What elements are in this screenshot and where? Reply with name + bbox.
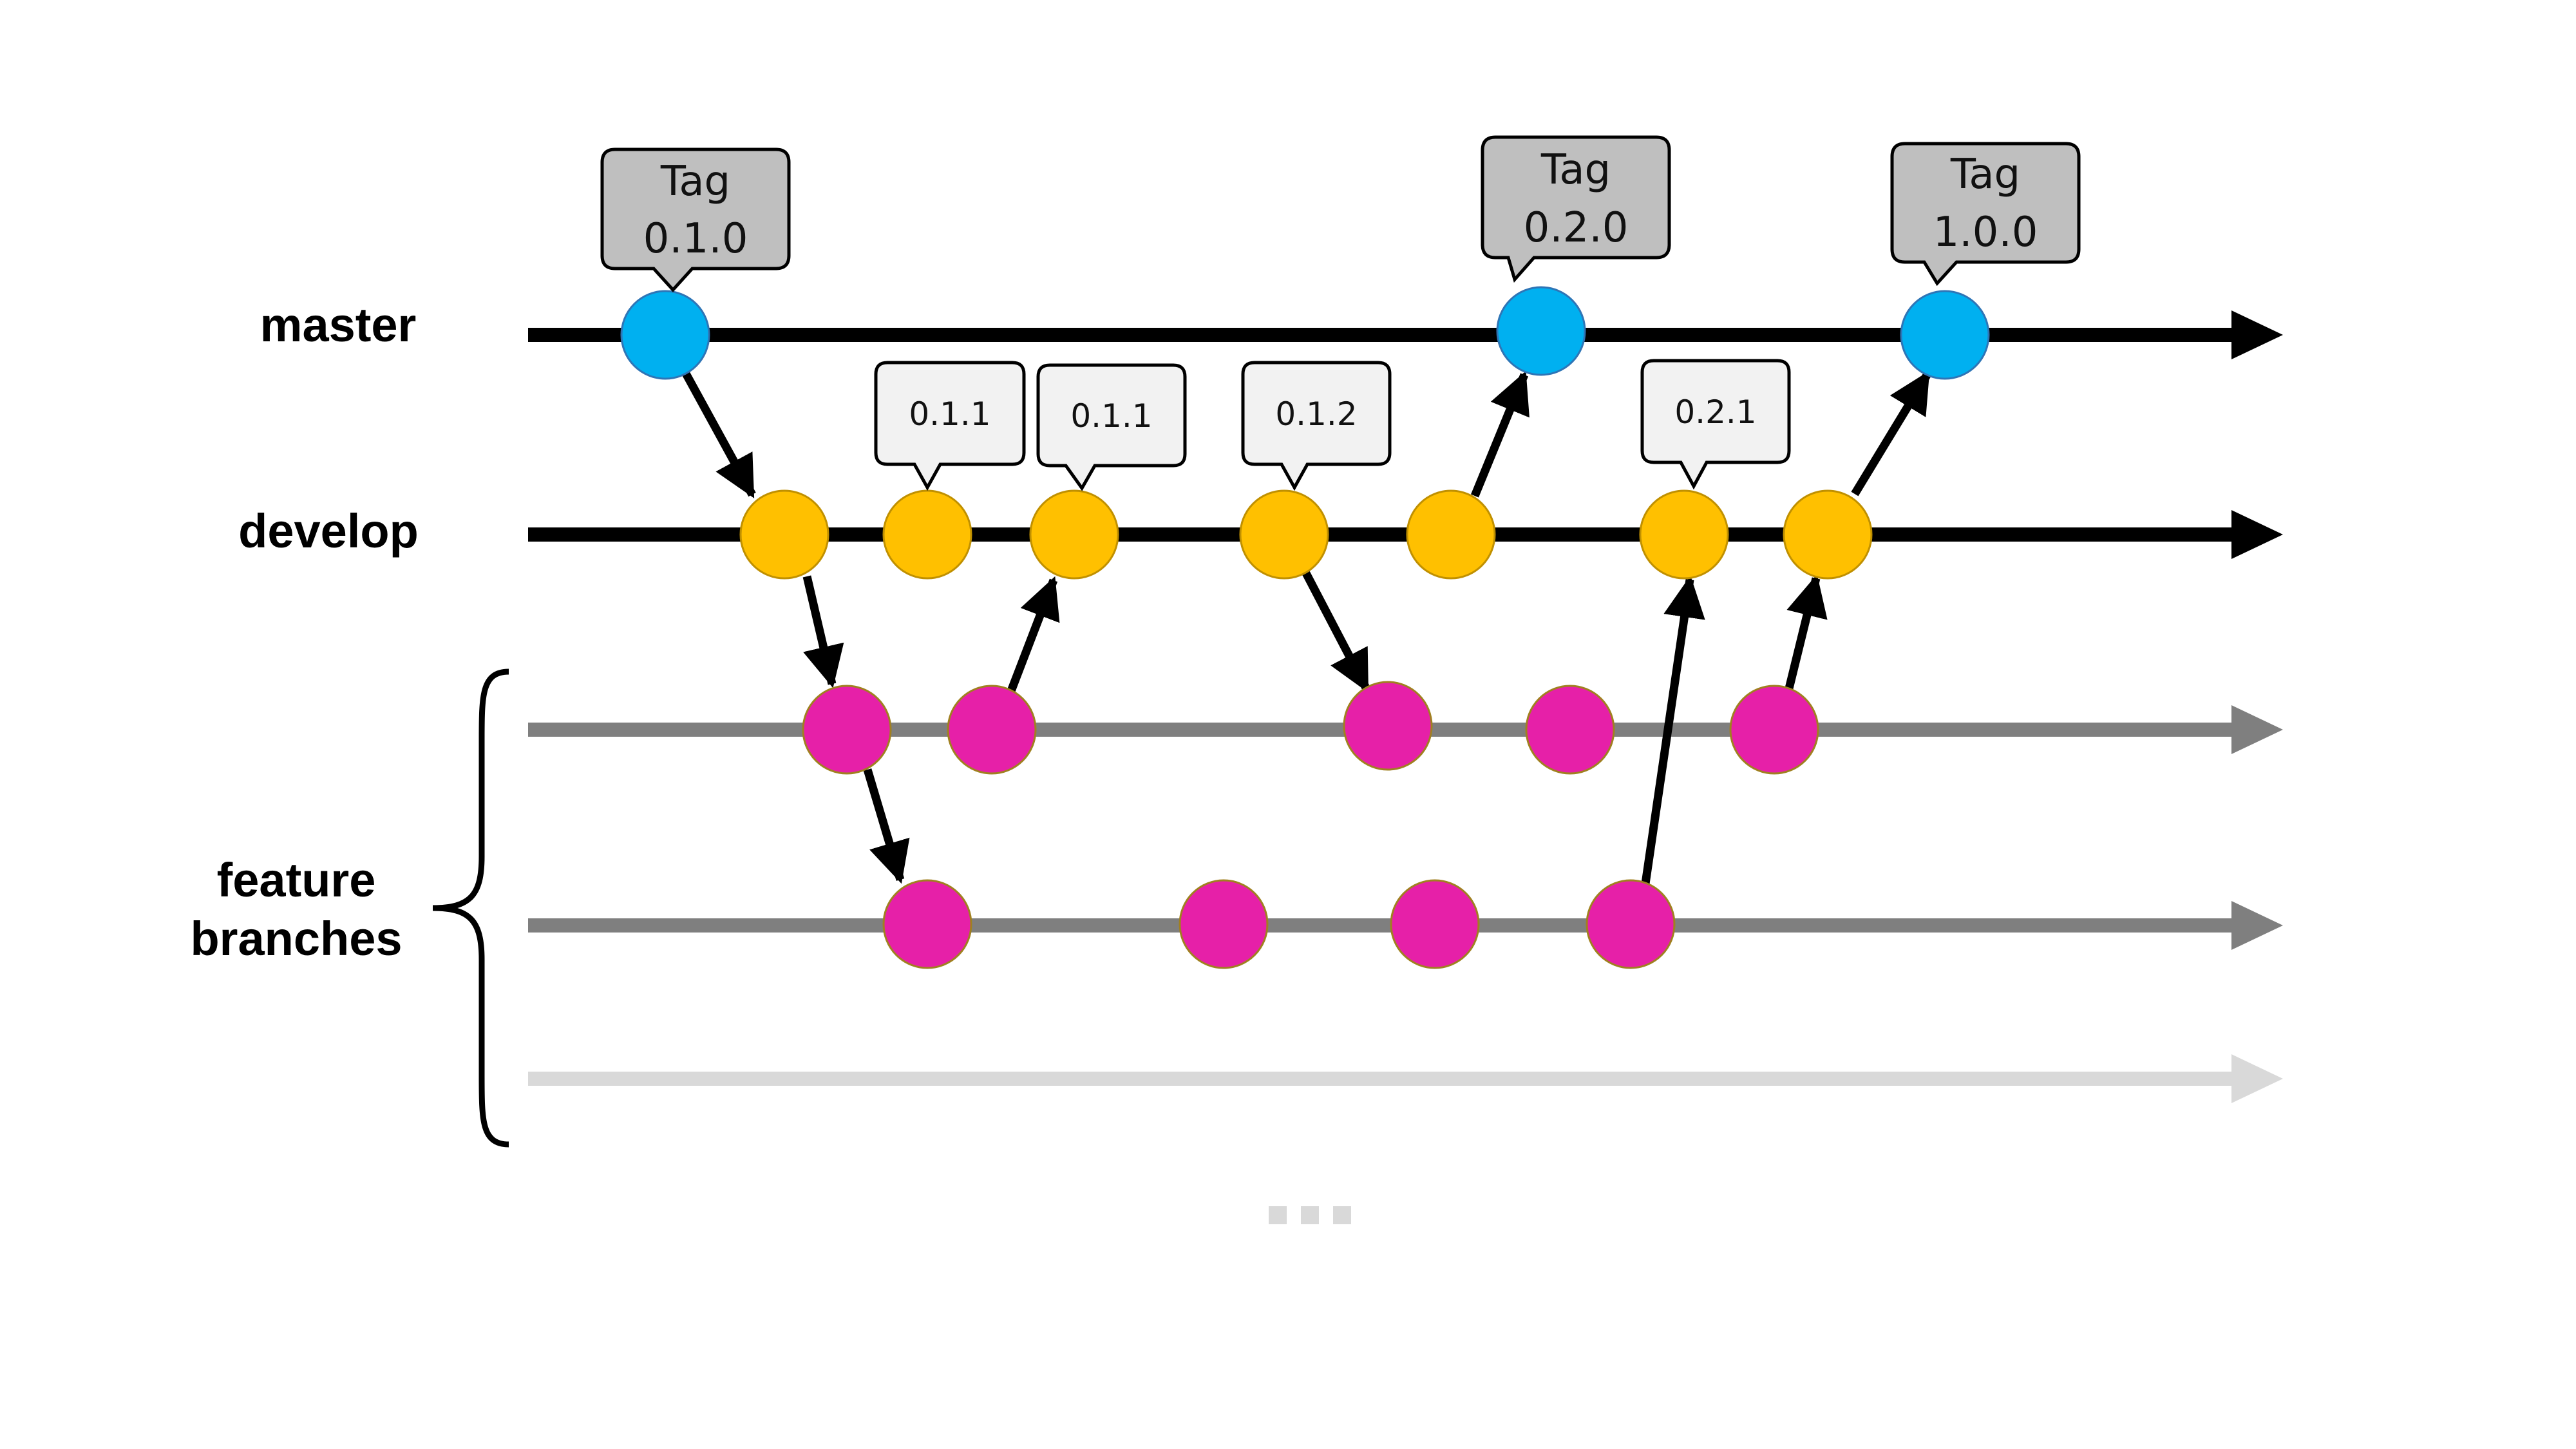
- version-label: 0.1.1: [1070, 397, 1152, 435]
- feature-commit: [1390, 879, 1480, 969]
- feature-lane-label-line2: branches: [190, 912, 402, 965]
- develop-commit: [882, 489, 972, 580]
- feature-commit: [947, 685, 1037, 775]
- feature-branch-line-3: [528, 1054, 2283, 1103]
- tag-word: Tag: [660, 158, 730, 205]
- develop-commit: [1406, 489, 1496, 580]
- feature-commit: [1343, 681, 1433, 771]
- feature-commit: [802, 685, 892, 775]
- tag-version: 0.2.0: [1524, 204, 1629, 252]
- feature-commit: [1586, 879, 1676, 969]
- version-callout: 0.1.1: [1036, 363, 1187, 491]
- master-commit: [620, 290, 710, 380]
- version-label: 0.1.1: [909, 395, 990, 433]
- tag-callout-1-0-0: Tag 1.0.0: [1890, 142, 2081, 287]
- feature-branches-brace: [432, 668, 509, 1148]
- feature-commit: [1179, 879, 1269, 969]
- version-callout: 0.1.1: [874, 361, 1026, 491]
- version-callout: 0.2.1: [1640, 359, 1791, 490]
- tag-version: 1.0.0: [1933, 209, 2038, 256]
- develop-lane-label: develop: [238, 504, 419, 558]
- tag-callout-0-1-0: Tag 0.1.0: [600, 147, 791, 292]
- arrow-develop-to-master-020: [1470, 370, 1530, 498]
- develop-commit: [739, 489, 829, 580]
- feature-lane-label-line1: feature: [217, 853, 376, 907]
- master-commit: [1900, 290, 1990, 380]
- feature-commit: [1525, 685, 1615, 775]
- develop-commit: [1783, 489, 1873, 580]
- master-lane-label: master: [260, 298, 417, 352]
- develop-commit: [1029, 489, 1119, 580]
- arrow-develop-to-feature1: [802, 575, 844, 688]
- master-branch-line: [528, 310, 2283, 359]
- feature-commit: [1729, 685, 1819, 775]
- master-commit: [1496, 286, 1586, 376]
- tag-word: Tag: [1540, 146, 1611, 194]
- version-label: 0.1.2: [1275, 395, 1357, 433]
- arrow-develop-to-feature1-b: [1302, 571, 1370, 693]
- develop-commit: [1239, 489, 1329, 580]
- version-callout: 0.1.2: [1241, 361, 1392, 491]
- ellipsis-indicator: [1269, 1206, 1351, 1224]
- feature-branch-line-2: [528, 901, 2283, 950]
- arrow-feature1-to-develop-b: [1785, 574, 1828, 690]
- arrow-feature1-to-feature2: [863, 768, 910, 884]
- develop-commit: [1639, 489, 1729, 580]
- tag-callout-0-2-0: Tag 0.2.0: [1481, 135, 1671, 283]
- arrow-feature2-to-develop: [1641, 575, 1705, 884]
- arrow-master-to-develop: [682, 371, 756, 498]
- arrow-feature1-to-develop: [1007, 576, 1060, 693]
- feature-commit: [882, 879, 972, 969]
- tag-version: 0.1.0: [643, 215, 748, 263]
- arrow-develop-to-master-100: [1851, 370, 1931, 497]
- tag-word: Tag: [1950, 151, 2020, 198]
- version-label: 0.2.1: [1674, 393, 1756, 431]
